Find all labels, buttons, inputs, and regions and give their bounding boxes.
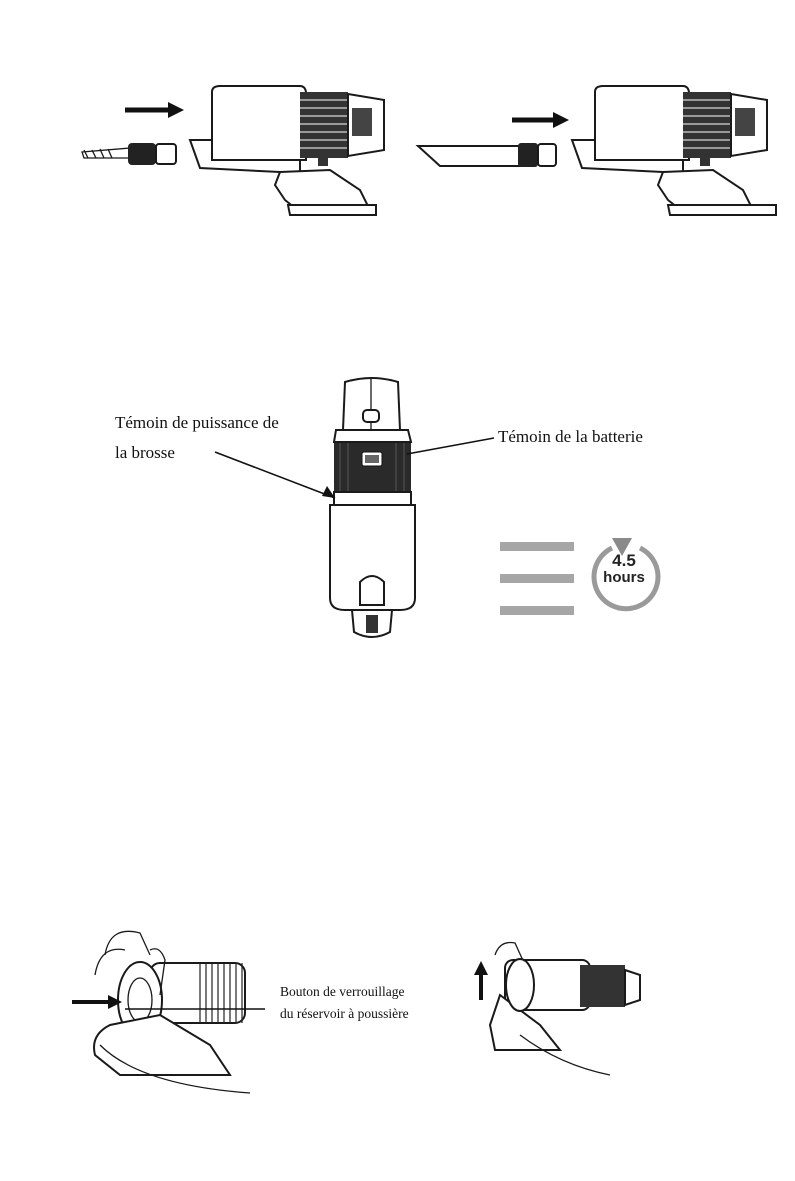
vacuum-body-right [572,86,776,215]
vacuum-body-left [190,86,384,215]
arrow-right-icon [125,102,184,118]
vacuum-brush-attachment-illustration [0,0,795,260]
brush-label-line-2: la brosse [115,438,315,468]
figure-dust-container: Bouton de verrouillage du réservoir à po… [0,915,795,1105]
brush-power-indicator-label: Témoin de puissance de la brosse [115,408,315,468]
battery-level-bars [500,542,574,615]
brush-tool-icon [82,143,176,165]
lock-button-label-line-1: Bouton de verrouillage [280,981,409,1003]
hand-pressing-button-illustration [72,931,265,1093]
charge-time-value: 4.5 [592,552,656,570]
battery-indicator-label: Témoin de la batterie [498,422,643,452]
figure-indicators: Témoin de puissance de la brosse Témoin … [0,370,795,670]
extension-tube-icon [418,112,569,167]
lock-button-label-line-2: du réservoir à poussière [280,1003,409,1025]
brush-label-line-1: Témoin de puissance de [115,408,315,438]
charge-time-text: 4.5 hours [592,552,656,586]
figure-attach-accessories [0,0,795,260]
hand-lifting-container-illustration [474,943,640,1076]
dust-container-lock-button-label: Bouton de verrouillage du réservoir à po… [280,981,409,1025]
charge-time-unit: hours [592,570,656,586]
